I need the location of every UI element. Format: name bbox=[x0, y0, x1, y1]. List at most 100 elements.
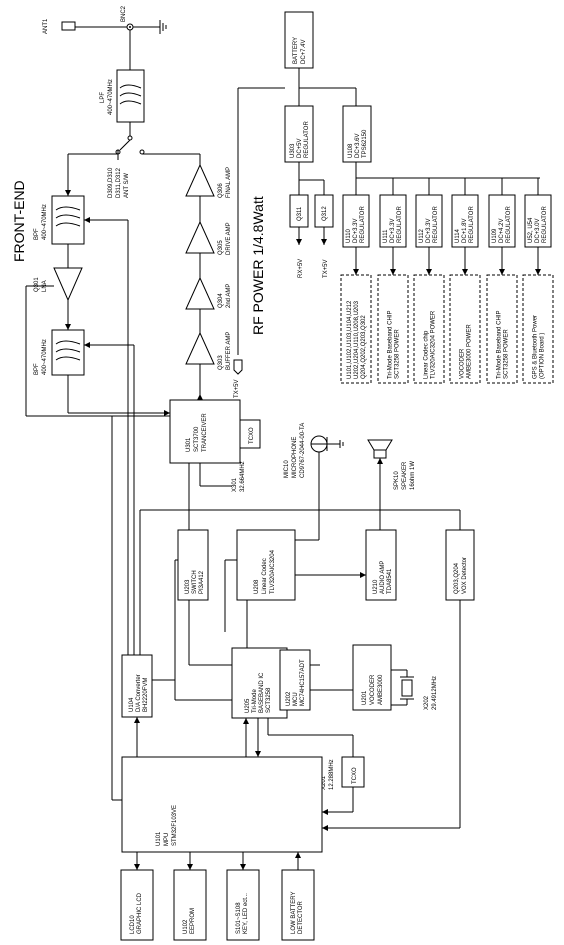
load-0-text-2: Q204,Q202,Q203,Q302 bbox=[361, 315, 367, 379]
reg-arrow-4 bbox=[499, 269, 505, 275]
u202-label: U202 bbox=[286, 691, 292, 706]
load-3-text-0: VOCODER bbox=[460, 348, 466, 379]
regulator-2-text-2: REGULATOR bbox=[433, 206, 439, 243]
regulator-3-text-2: REGULATOR bbox=[469, 206, 475, 243]
u205-label: U205 bbox=[245, 698, 251, 713]
u108-voltage: DC+3.6V bbox=[355, 133, 361, 158]
regulator-0-text-2: REGULATOR bbox=[360, 206, 366, 243]
u303-voltage: DC+5V bbox=[297, 138, 303, 158]
reg-arrow-5 bbox=[535, 269, 541, 275]
bpf-2-freq: 400~470MHz bbox=[42, 339, 48, 375]
battery-label: BATTERY bbox=[293, 37, 299, 64]
regulator-2-text-0: U112 bbox=[419, 228, 425, 243]
u210-part: TDA8541 bbox=[387, 568, 393, 594]
lpf-label: LPF bbox=[100, 92, 106, 103]
load-2-text-1: TLV320AIC3204 POWER bbox=[431, 310, 437, 379]
reg-arrow-3 bbox=[462, 269, 468, 275]
u104-part: BH2220FVM bbox=[143, 678, 149, 712]
q311-switch: Q311 bbox=[289, 194, 309, 228]
peripheral-2 bbox=[226, 869, 260, 941]
u203-type: SWITCH bbox=[192, 570, 198, 594]
regulator-0-text-1: DC+3.3V bbox=[353, 218, 359, 243]
mic-label-1: MIC10 bbox=[284, 460, 290, 478]
u301-transceiver: U301 SCT3700 TRANCEIVER bbox=[169, 399, 241, 464]
regulator-4-text-0: U109 bbox=[492, 228, 498, 243]
x201-label: X201 bbox=[321, 775, 327, 790]
tcxo-2-label: TCXO bbox=[352, 767, 358, 784]
peripheral-3-text-0: LOW BATTERY bbox=[291, 892, 297, 934]
final-amp: Q306 FINAL AMP bbox=[185, 163, 232, 198]
u104-label: U104 bbox=[129, 697, 135, 712]
u301-type: TRANCEIVER bbox=[202, 413, 208, 452]
2nd-amp: Q304 2nd AMP bbox=[185, 276, 232, 310]
load-box-3 bbox=[449, 274, 481, 384]
q312-label: Q312 bbox=[322, 206, 328, 221]
q312-switch: Q312 bbox=[314, 194, 334, 228]
u210-type: AUDIO AMP bbox=[380, 561, 386, 594]
regulator-4-text-2: REGULATOR bbox=[506, 206, 512, 243]
tcxo-2: TCXO X201 12.288MHz bbox=[321, 756, 365, 790]
tx5v-feed: TX+5V bbox=[233, 87, 285, 398]
x201-freq: 12.288MHz bbox=[329, 759, 335, 790]
ant-sw-label-2: D311,D312 bbox=[116, 167, 122, 198]
regulator-1-text-1: DC+3.3V bbox=[390, 218, 396, 243]
buffer-amp: Q303 BUFFER AMP bbox=[185, 332, 232, 370]
load-2-text-0: Linear Codec chip bbox=[424, 330, 430, 379]
u210-label: U210 bbox=[373, 579, 379, 594]
u101-type: MPU bbox=[164, 833, 170, 846]
mic-label-2: MICROPHONE bbox=[292, 437, 298, 478]
u201-type: VOCODER bbox=[370, 674, 376, 705]
u205-type: BASEBAND IC bbox=[259, 672, 265, 713]
u303-regulator: U303 DC+5V REGULATOR bbox=[284, 105, 314, 163]
vox-detector: Q203,Q204 VOX Detector bbox=[445, 529, 475, 601]
u303-type: REGULATOR bbox=[304, 121, 310, 158]
u201-part: AMBE3000 bbox=[378, 674, 384, 705]
load-5-text-0: GPS & Bluetooth Power bbox=[533, 315, 539, 379]
u202-mcu: U202 MCU MC74HC157ADT bbox=[279, 649, 311, 711]
regulator-1-text-2: REGULATOR bbox=[397, 206, 403, 243]
load-5-text-1: (OPTION Board ) bbox=[540, 333, 546, 379]
q306-desc: FINAL AMP bbox=[226, 167, 232, 198]
load-0-text-1: U202,U204,U110,U208,U203 bbox=[354, 300, 360, 379]
ant-switch: D309,D310 D311,D312 ANT S/W bbox=[108, 122, 145, 198]
u202-type: MCU bbox=[293, 692, 299, 706]
bnc2-label: BNC2 bbox=[121, 5, 127, 22]
u203-switch: U203 SWITCH PI3A412 bbox=[177, 529, 209, 601]
peripheral-arrow-1 bbox=[187, 864, 193, 870]
peripheral-0-text-0: LCD10 bbox=[130, 915, 136, 934]
load-3-text-1: AMBE3000 POWER bbox=[467, 324, 473, 379]
vox-label: Q203,Q204 bbox=[454, 562, 460, 594]
load-box-2 bbox=[413, 274, 445, 384]
reg-arrow-1 bbox=[390, 269, 396, 275]
peripheral-2-text-0: S101~S108 bbox=[236, 902, 242, 934]
tcxo-1: TCXO X301 32.664MHz bbox=[232, 419, 261, 492]
battery-block: BATTERY DC+7.4V bbox=[284, 11, 314, 69]
load-4-text-0: Tri-Mode Baseband CHIP bbox=[497, 311, 503, 379]
rx5v-label: RX+5V bbox=[298, 259, 304, 278]
peripheral-3 bbox=[281, 869, 315, 941]
bpf-1-block: BPF 400~470MHz bbox=[34, 195, 85, 245]
u208-part: TLV320AIC3204 bbox=[270, 549, 276, 594]
lpf-freq: 400~470MHz bbox=[108, 79, 114, 115]
u208-label: U208 bbox=[254, 579, 260, 594]
u205-part: SCT3258 bbox=[266, 687, 272, 713]
u301-label: U301 bbox=[186, 437, 192, 452]
peripheral-arrow-2 bbox=[240, 864, 246, 870]
spk-label-2: SPEAKER bbox=[402, 461, 408, 490]
x301-label: X301 bbox=[232, 477, 238, 492]
regulator-3-text-1: DC+1.8V bbox=[462, 218, 468, 243]
u303-label: U303 bbox=[290, 143, 296, 158]
speaker: SPK10 SPEAKER 16ohm 1W bbox=[367, 439, 416, 490]
regulator-5-text-2: REGULATOR bbox=[542, 206, 548, 243]
lpf-block: LPF 400~470MHz bbox=[100, 69, 145, 123]
peripheral-1-text-1: EEPROM bbox=[190, 908, 196, 934]
bpf-1-freq: 400~470MHz bbox=[42, 204, 48, 240]
u208-type: Linear Codec bbox=[262, 558, 268, 594]
x202-label: X202 bbox=[424, 695, 430, 710]
regulator-1 bbox=[379, 194, 407, 248]
drive-amp: Q305 DRIVE AMP bbox=[185, 220, 232, 255]
q303-label: Q303 bbox=[218, 355, 224, 370]
spk-label-1: SPK10 bbox=[394, 471, 400, 490]
